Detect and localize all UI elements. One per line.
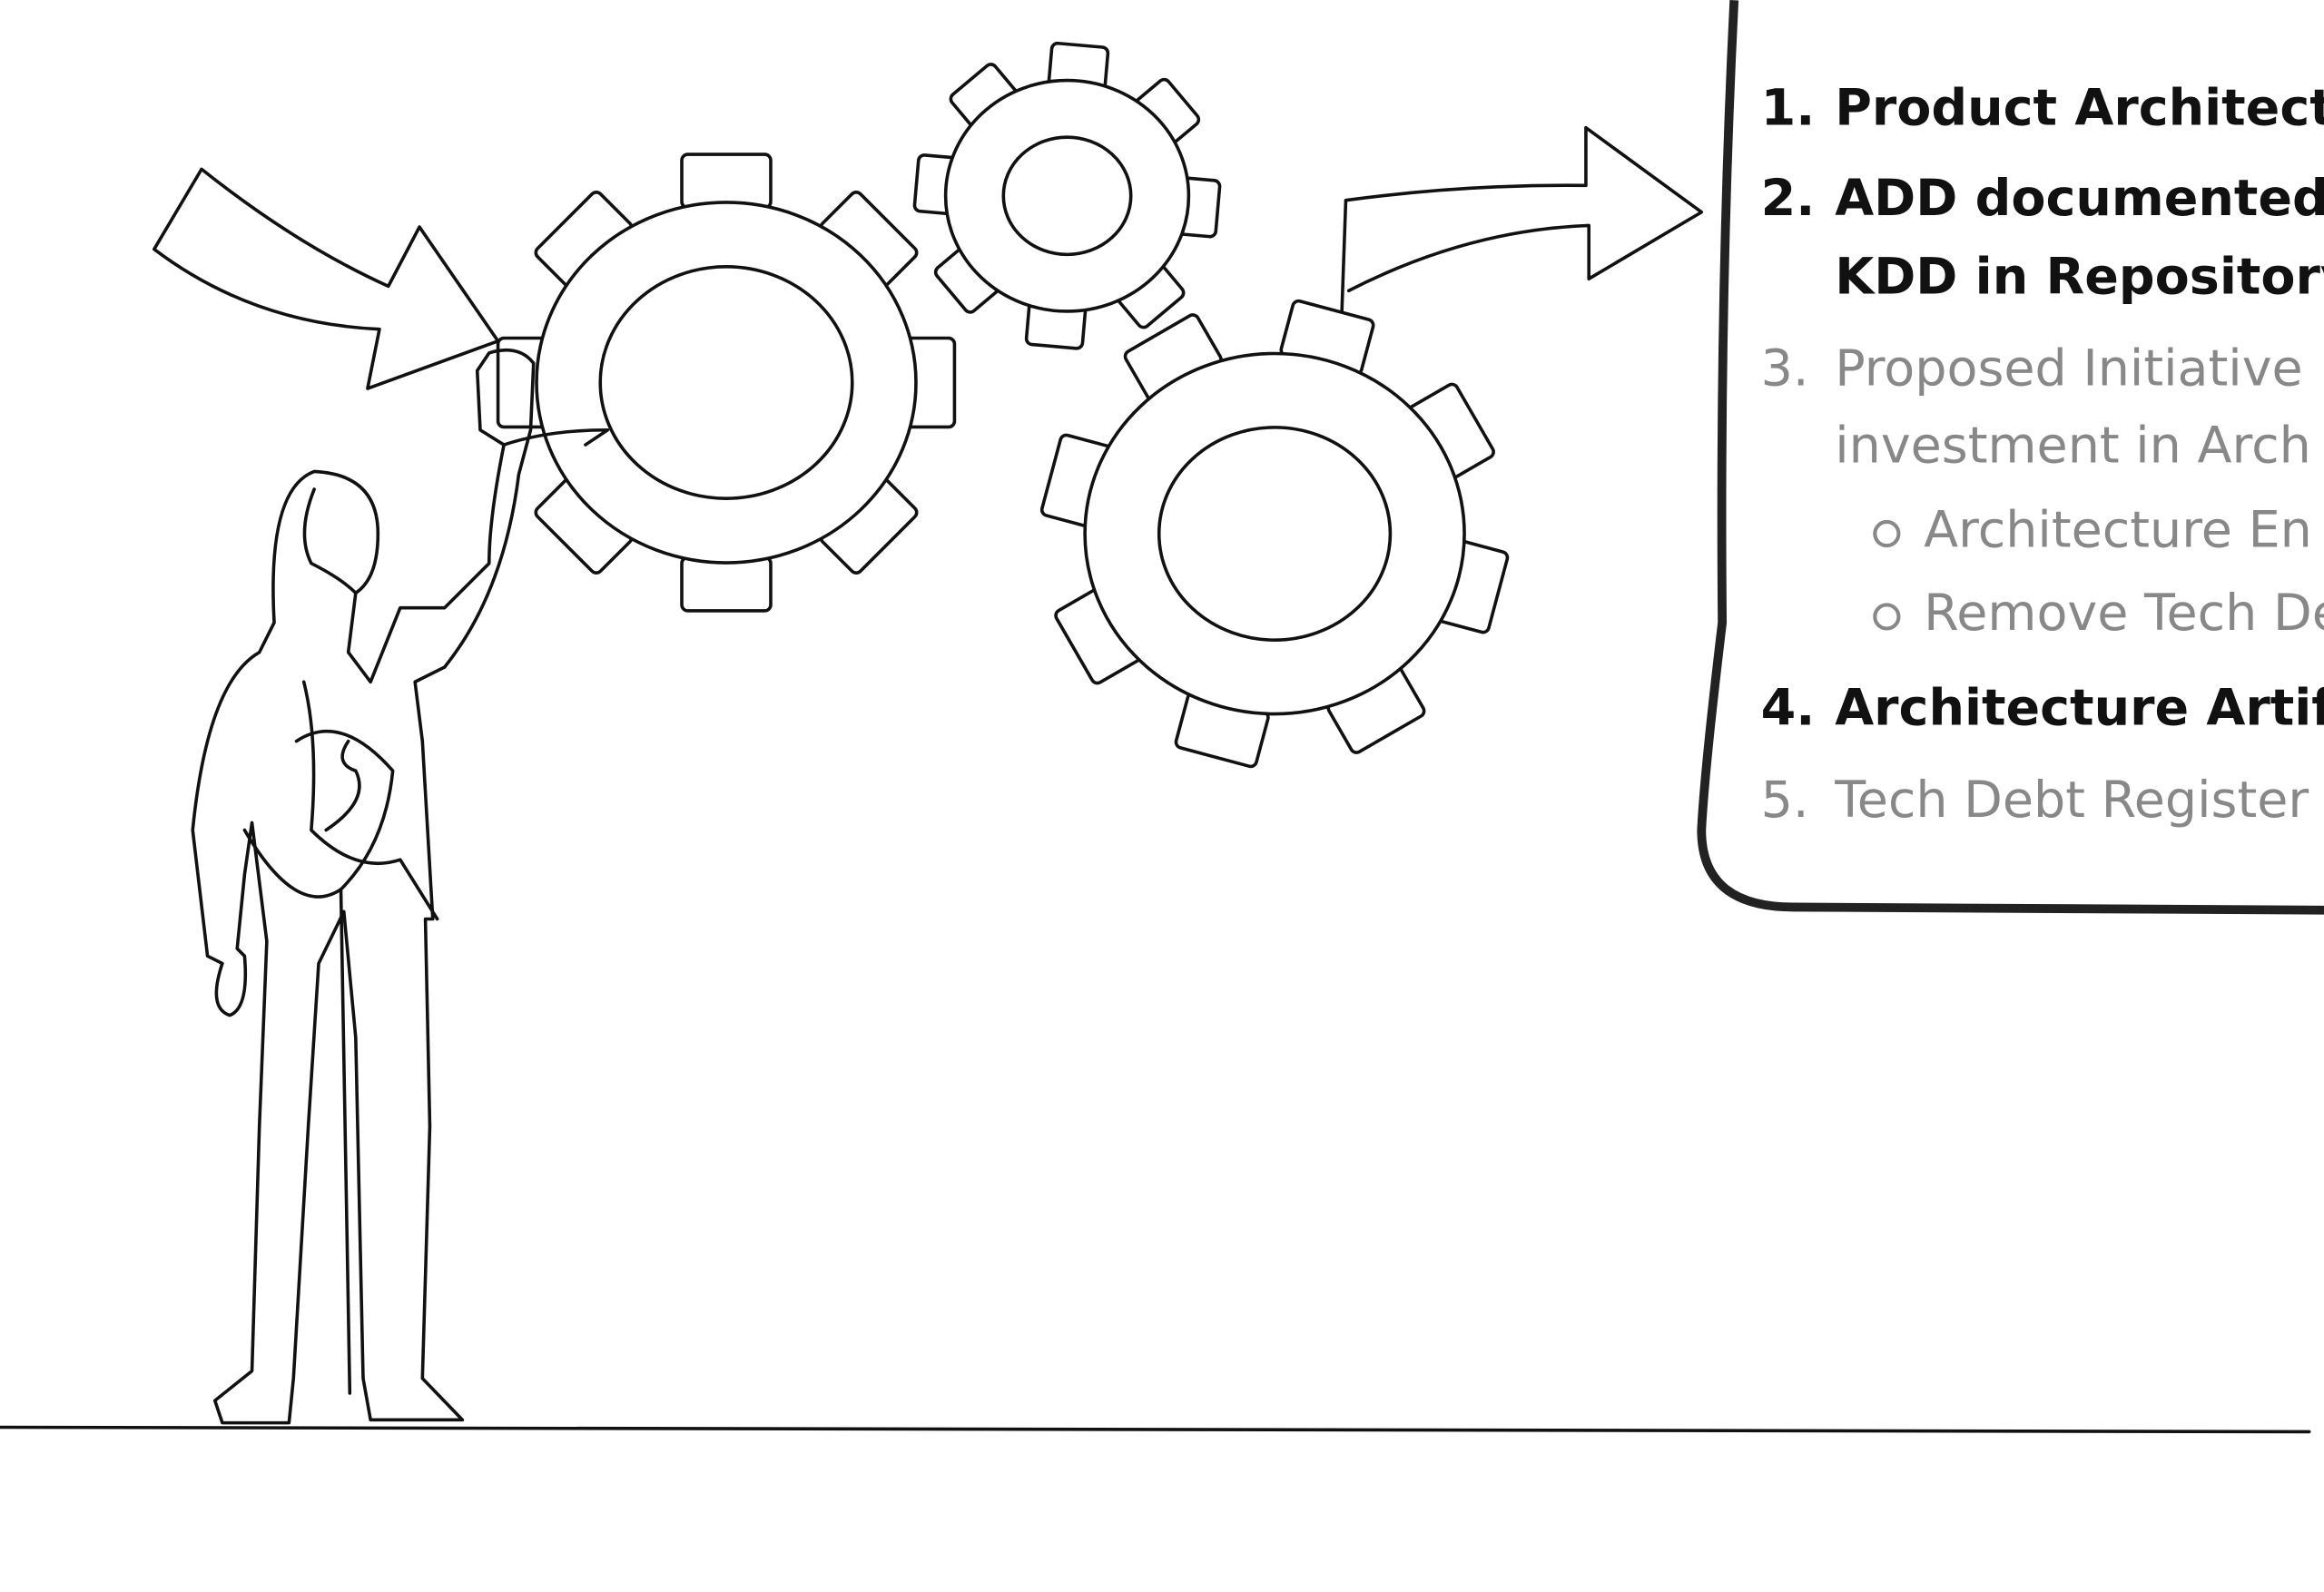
output-arrow-icon: [1339, 125, 1704, 329]
list-number: 2.: [1761, 169, 1816, 228]
list-item-text: Tech Debt Register: [1834, 771, 2309, 830]
list-number: 1.: [1761, 78, 1816, 137]
list-item-text: investment in Arch: [1835, 417, 2311, 476]
gear-hole: [1157, 426, 1393, 642]
list-item-text: Architecture Artifa: [1835, 679, 2324, 738]
list-item-2: 2. ADD documented i KDD in Repository: [1761, 169, 2324, 307]
list-item-text: KDD in Repository: [1835, 248, 2324, 307]
gear-icon-right: [1039, 299, 1510, 769]
gear-tooth: [680, 555, 773, 613]
list-item-text: ADD documented i: [1835, 169, 2324, 228]
person-figure-icon: [191, 349, 610, 1425]
list-item-4: 4. Architecture Artifa: [1761, 679, 2324, 738]
list-item-5: 5. Tech Debt Register: [1761, 771, 2309, 830]
bullet-circle-icon: [1873, 603, 1901, 631]
gear-icon-left: [496, 152, 957, 613]
gear-icon-top: [912, 41, 1222, 350]
gear-hole: [598, 265, 854, 500]
sub-item-text: Architecture En: [1924, 501, 2312, 560]
list-number: 3.: [1761, 339, 1809, 398]
list-number: 4.: [1761, 679, 1816, 738]
text-panel-border: [1697, 0, 2324, 915]
bullet-circle-icon: [1873, 519, 1901, 548]
gear-hole: [1001, 135, 1133, 257]
numbered-list: 1. Product Architectu 2. ADD documented …: [1761, 78, 2324, 829]
input-arrow-icon: [153, 167, 500, 390]
list-item-1: 1. Product Architectu: [1761, 78, 2324, 137]
list-number: 5.: [1761, 771, 1809, 830]
gear-tooth: [680, 152, 773, 210]
list-item-3: 3. Proposed Initiative investment in Arc…: [1761, 339, 2324, 643]
sub-item-text: Remove Tech De: [1924, 584, 2324, 643]
list-item-text: Product Architectu: [1835, 78, 2324, 137]
ground-line: [0, 1425, 2311, 1434]
list-item-text: Proposed Initiative: [1835, 339, 2302, 398]
